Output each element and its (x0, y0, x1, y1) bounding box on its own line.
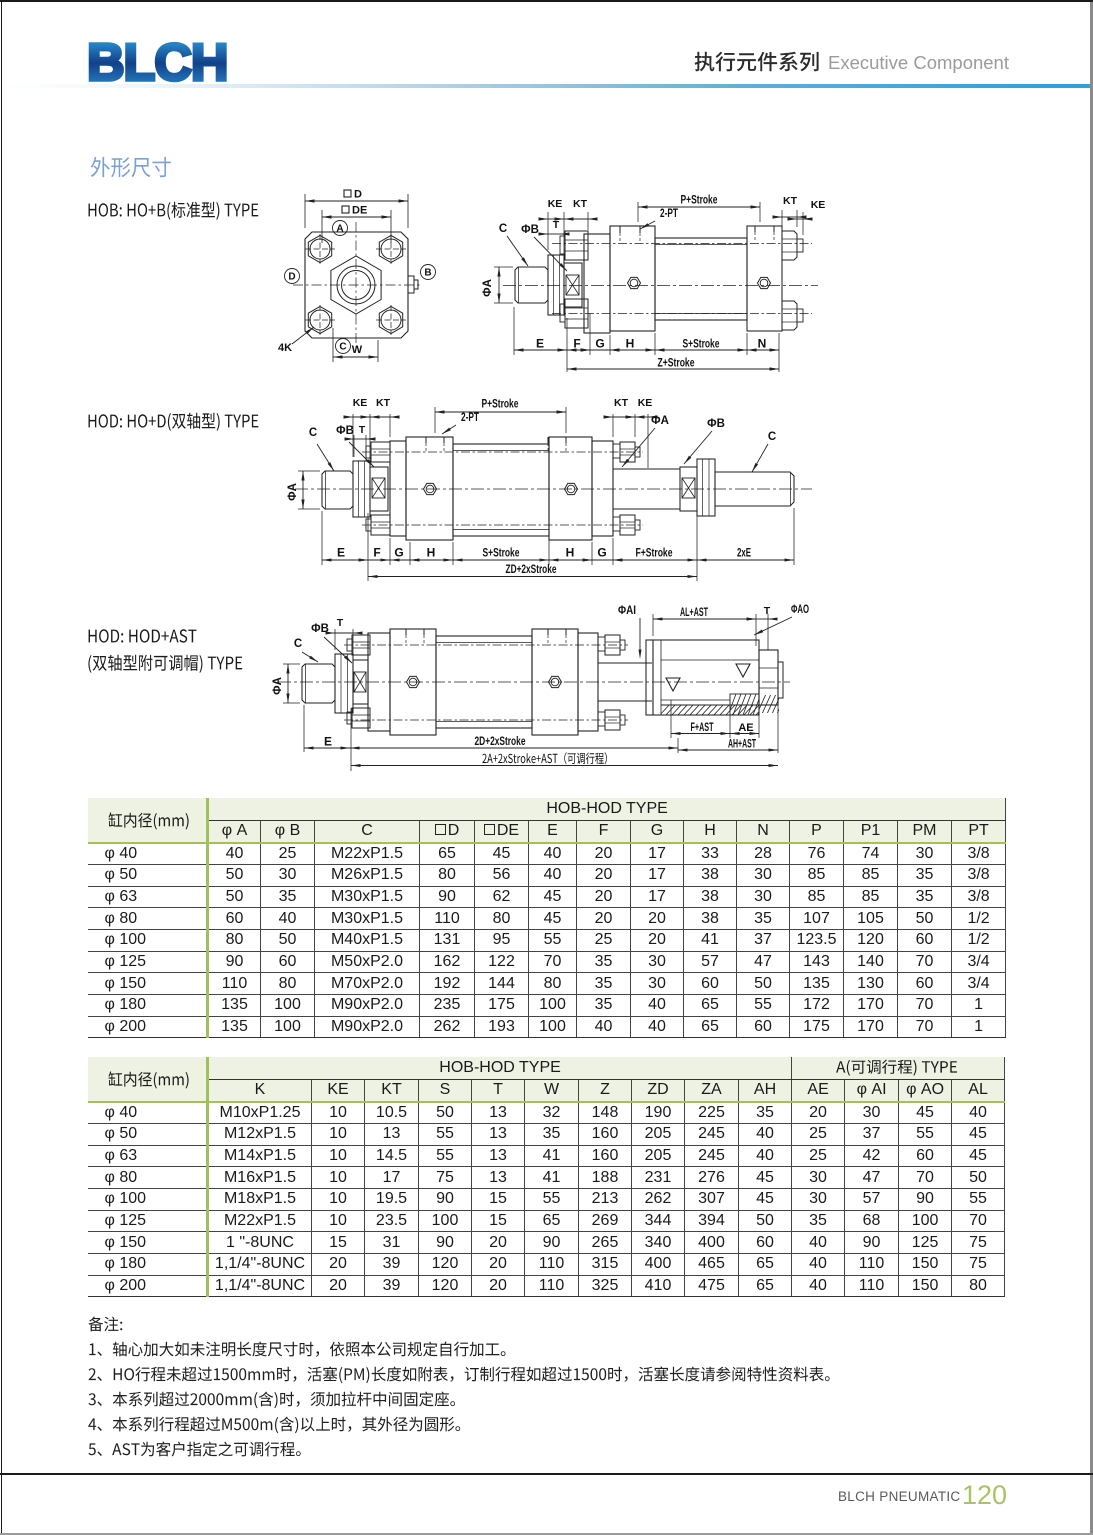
svg-text:KE: KE (638, 397, 653, 409)
svg-text:ΦB: ΦB (707, 418, 725, 430)
svg-text:ΦA: ΦA (272, 677, 284, 695)
svg-text:E: E (337, 546, 345, 560)
svg-text:D: D (354, 189, 362, 201)
svg-text:F+Stroke: F+Stroke (636, 548, 673, 560)
svg-text:F: F (373, 546, 380, 560)
svg-text:G: G (595, 337, 604, 351)
svg-text:D: D (288, 272, 295, 283)
svg-text:KE: KE (811, 199, 826, 211)
svg-text:Z+Stroke: Z+Stroke (658, 358, 695, 370)
svg-text:KE: KE (353, 397, 368, 409)
svg-text:AH+AST: AH+AST (728, 739, 756, 751)
svg-text:ΦA: ΦA (287, 483, 299, 501)
svg-text:H: H (626, 337, 635, 351)
svg-text:C: C (294, 638, 302, 650)
svg-text:H: H (566, 546, 575, 560)
svg-text:DE: DE (352, 205, 367, 217)
svg-text:ΦB: ΦB (521, 224, 539, 236)
svg-text:AE: AE (738, 722, 753, 734)
svg-text:KT: KT (614, 397, 629, 409)
svg-text:KE: KE (548, 198, 563, 210)
svg-text:B: B (424, 268, 431, 279)
svg-text:ΦA: ΦA (651, 415, 669, 427)
svg-text:G: G (597, 546, 606, 560)
svg-text:ΦB: ΦB (311, 623, 329, 635)
svg-text:S+Stroke: S+Stroke (683, 339, 720, 351)
svg-text:KT: KT (376, 397, 391, 409)
svg-text:AL+AST: AL+AST (680, 607, 708, 619)
svg-text:P+Stroke: P+Stroke (681, 195, 718, 207)
svg-text:E: E (536, 337, 544, 351)
svg-text:G: G (394, 546, 403, 560)
svg-text:F+AST: F+AST (691, 722, 714, 734)
svg-text:T: T (764, 605, 771, 617)
svg-text:ΦAI: ΦAI (618, 605, 636, 617)
svg-text:W: W (352, 344, 363, 356)
svg-text:C: C (309, 427, 317, 439)
svg-text:T: T (337, 617, 344, 629)
svg-text:ΦB: ΦB (336, 425, 354, 437)
svg-text:N: N (758, 337, 767, 351)
svg-text:ZD+2xStroke: ZD+2xStroke (506, 564, 557, 576)
svg-text:2xE: 2xE (737, 548, 751, 560)
svg-text:KT: KT (783, 195, 798, 207)
svg-text:C: C (499, 223, 507, 235)
svg-text:4K: 4K (278, 342, 292, 354)
svg-text:S+Stroke: S+Stroke (483, 548, 520, 560)
svg-text:H: H (427, 546, 436, 560)
svg-text:2-PT: 2-PT (660, 208, 678, 220)
svg-text:C: C (339, 342, 346, 353)
svg-text:KT: KT (573, 198, 588, 210)
svg-text:BLCH: BLCH (87, 40, 227, 86)
svg-text:F: F (573, 337, 580, 351)
svg-text:E: E (324, 735, 332, 749)
svg-text:T: T (553, 219, 560, 231)
svg-text:T: T (359, 424, 366, 436)
svg-text:ΦA: ΦA (482, 279, 494, 297)
svg-text:C: C (768, 431, 776, 443)
svg-text:A: A (336, 224, 343, 235)
svg-text:P+Stroke: P+Stroke (482, 399, 519, 411)
svg-text:2D+2xStroke: 2D+2xStroke (475, 736, 526, 748)
svg-text:2-PT: 2-PT (461, 412, 479, 424)
svg-text:ΦAO: ΦAO (791, 604, 809, 616)
